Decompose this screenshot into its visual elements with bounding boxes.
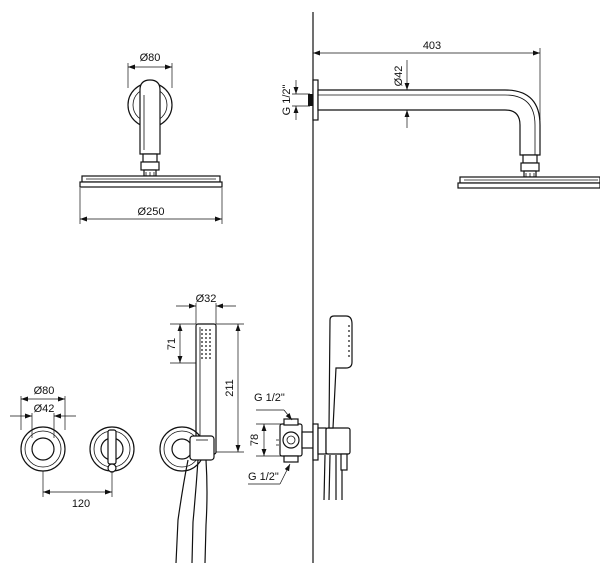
dim-ring-diameter-top: Ø80 [127, 52, 173, 88]
dim-head-diameter: Ø250 [79, 188, 223, 224]
dim-label-box-thread-top: G 1/2" [254, 392, 285, 404]
shower-arm-front-view [79, 79, 223, 188]
dim-arm-length: 403 [313, 40, 541, 120]
dim-label-mixer-spacing: 120 [72, 498, 90, 510]
dim-mixer-spacing: 120 [42, 471, 113, 510]
dim-handshower-head-height: 71 [166, 323, 196, 364]
handshower-side-view [323, 315, 353, 501]
dim-label-box-height: 78 [249, 434, 261, 446]
dim-handshower-diameter: Ø32 [176, 293, 236, 324]
dim-label-ring-top: Ø80 [140, 52, 161, 64]
dim-label-head-diameter: Ø250 [138, 206, 165, 218]
dim-label-handshower-height: 211 [224, 379, 236, 397]
dim-label-box-thread-bottom: G 1/2" [248, 471, 279, 483]
concealed-box-side-view [276, 418, 351, 471]
dim-box-height: 78 [249, 423, 282, 457]
dim-label-wall-thread-top: G 1/2" [281, 85, 293, 116]
shower-arm-side-view [308, 79, 600, 189]
dim-wall-thread-top: G 1/2" [281, 80, 310, 120]
dim-label-handshower-diameter: Ø32 [196, 293, 217, 305]
dim-label-mixer-body: Ø42 [34, 403, 55, 415]
dim-mixer-ring-diameter: Ø80 [20, 385, 66, 430]
dim-mixer-body-diameter: Ø42 [10, 403, 76, 438]
handshower-front-view [159, 323, 217, 564]
dim-handshower-height: 211 [216, 323, 244, 453]
dim-label-arm-length: 403 [423, 40, 441, 52]
dim-label-arm-diameter: Ø42 [393, 66, 405, 87]
dim-label-mixer-ring: Ø80 [34, 385, 55, 397]
dim-box-thread-top: G 1/2" [254, 392, 293, 421]
mixer-front-view [20, 426, 135, 473]
dim-box-thread-bottom: G 1/2" [248, 463, 291, 485]
dim-arm-diameter: Ø42 [393, 60, 418, 128]
dim-label-handshower-head: 71 [166, 338, 178, 350]
